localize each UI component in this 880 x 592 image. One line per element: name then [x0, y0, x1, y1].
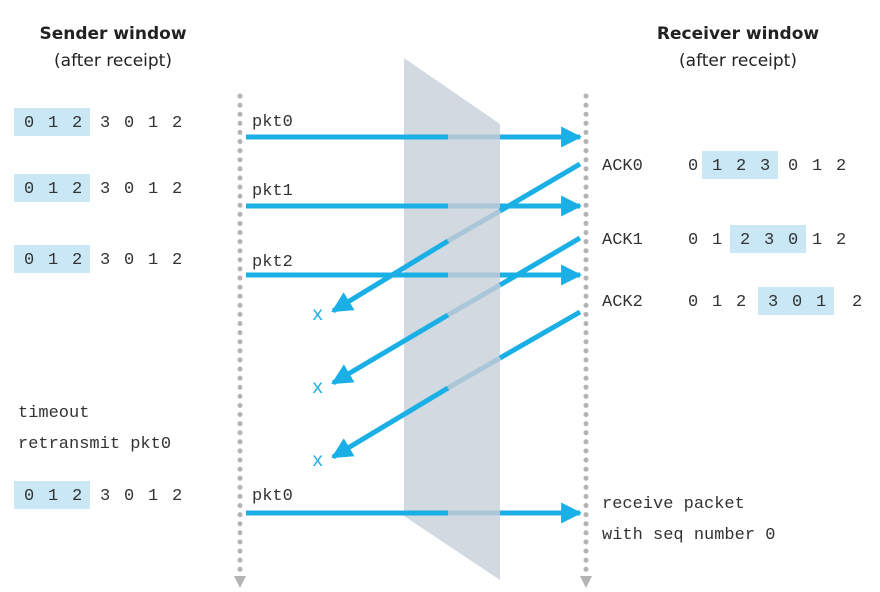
window-seq-6: 2 [172, 180, 182, 199]
ack-arrow [331, 161, 582, 314]
window-seq-1: 1 [48, 114, 58, 133]
sender-window-row: 0 1 2 3 0 1 2 [14, 481, 182, 509]
packet-arrow: pkt0 [246, 487, 583, 524]
window-seq-1: 1 [48, 180, 58, 199]
receiver-timeline-arrowhead [580, 576, 592, 588]
seq-number-label: with seq number 0 [602, 526, 775, 545]
window-seq-2: 2 [736, 293, 746, 312]
window-seq-6: 2 [836, 157, 846, 176]
window-seq-5: 1 [816, 293, 826, 312]
window-seq-0: 0 [24, 114, 34, 133]
window-seq-5: 1 [812, 157, 822, 176]
arrow-segment [498, 235, 582, 288]
packet-label: pkt2 [252, 253, 293, 272]
sender-title: Sender window [39, 24, 186, 44]
arrow-segment [498, 309, 582, 361]
window-seq-5: 1 [148, 180, 158, 199]
receiver-window-row: 0 1 2 3 0 1 2 [688, 151, 846, 179]
window-seq-4: 0 [788, 231, 798, 250]
lost-ack-mark: x [312, 304, 323, 326]
window-seq-0: 0 [688, 293, 698, 312]
window-seq-1: 1 [48, 487, 58, 506]
arrow-segment-in-channel [446, 208, 502, 244]
ack-label: ACK0 [602, 157, 643, 176]
window-seq-3: 3 [768, 293, 778, 312]
lost-ack-mark: x [312, 377, 323, 399]
receiver-window-row: 0 1 2 3 0 1 2 [688, 287, 862, 315]
window-highlight [14, 245, 90, 273]
arrow-segment-in-channel [446, 355, 502, 391]
window-seq-5: 1 [148, 114, 158, 133]
window-highlight [14, 108, 90, 136]
window-seq-6: 2 [172, 251, 182, 270]
arrow-segment [498, 161, 582, 214]
ack-label: ACK1 [602, 231, 643, 250]
receive-packet-label: receive packet [602, 495, 745, 514]
window-seq-5: 1 [812, 231, 822, 250]
window-seq-4: 0 [124, 114, 134, 133]
window-seq-2: 2 [72, 487, 82, 506]
sender-subtitle: (after receipt) [54, 51, 172, 71]
window-seq-4: 0 [124, 251, 134, 270]
window-seq-6: 2 [172, 487, 182, 506]
window-seq-3: 3 [764, 231, 774, 250]
packet-label: pkt0 [252, 113, 293, 132]
receiver-window-row: 0 1 2 3 0 1 2 [688, 225, 846, 253]
window-seq-2: 2 [736, 157, 746, 176]
ack-arrow [331, 309, 582, 460]
window-seq-1: 1 [48, 251, 58, 270]
window-seq-4: 0 [124, 487, 134, 506]
window-seq-3: 3 [100, 251, 110, 270]
window-seq-1: 1 [712, 231, 722, 250]
lost-ack-mark: x [312, 450, 323, 472]
receiver-subtitle: (after receipt) [679, 51, 797, 71]
sender-window-row: 0 1 2 3 0 1 2 [14, 174, 182, 202]
receiver-title: Receiver window [657, 24, 819, 44]
arrow-segment [331, 312, 450, 386]
packet-arrow: pkt0 [246, 113, 583, 148]
window-seq-4: 0 [792, 293, 802, 312]
window-seq-3: 3 [100, 114, 110, 133]
arrow-segment [331, 238, 450, 314]
window-highlight [702, 151, 778, 179]
window-seq-2: 2 [72, 180, 82, 199]
window-highlight [730, 225, 806, 253]
window-seq-6: 2 [172, 114, 182, 133]
retransmit-label: retransmit pkt0 [18, 435, 171, 454]
ack-arrow [331, 235, 582, 386]
window-seq-3: 3 [100, 487, 110, 506]
sender-window-row: 0 1 2 3 0 1 2 [14, 108, 182, 136]
window-seq-6: 2 [836, 231, 846, 250]
timeout-label: timeout [18, 404, 89, 423]
window-seq-0: 0 [688, 231, 698, 250]
window-seq-3: 3 [100, 180, 110, 199]
arrow-segment-in-channel [446, 282, 502, 318]
window-seq-0: 0 [688, 157, 698, 176]
window-seq-0: 0 [24, 251, 34, 270]
window-seq-0: 0 [24, 180, 34, 199]
window-highlight [758, 287, 834, 315]
window-seq-0: 0 [24, 487, 34, 506]
window-seq-4: 0 [124, 180, 134, 199]
sender-timeline-arrowhead [234, 576, 246, 588]
window-seq-2: 2 [72, 114, 82, 133]
window-seq-6: 2 [852, 293, 862, 312]
ack-label: ACK2 [602, 293, 643, 312]
window-seq-1: 1 [712, 293, 722, 312]
window-seq-1: 1 [712, 157, 722, 176]
window-highlight [14, 481, 90, 509]
window-highlight [14, 174, 90, 202]
window-seq-2: 2 [72, 251, 82, 270]
packet-label: pkt0 [252, 487, 293, 506]
arrow-segment [331, 385, 450, 460]
network-channel [404, 58, 500, 580]
window-seq-5: 1 [148, 251, 158, 270]
window-seq-4: 0 [788, 157, 798, 176]
window-seq-2: 2 [740, 231, 750, 250]
sender-window-row: 0 1 2 3 0 1 2 [14, 245, 182, 273]
packet-label: pkt1 [252, 182, 293, 201]
window-seq-5: 1 [148, 487, 158, 506]
window-seq-3: 3 [760, 157, 770, 176]
